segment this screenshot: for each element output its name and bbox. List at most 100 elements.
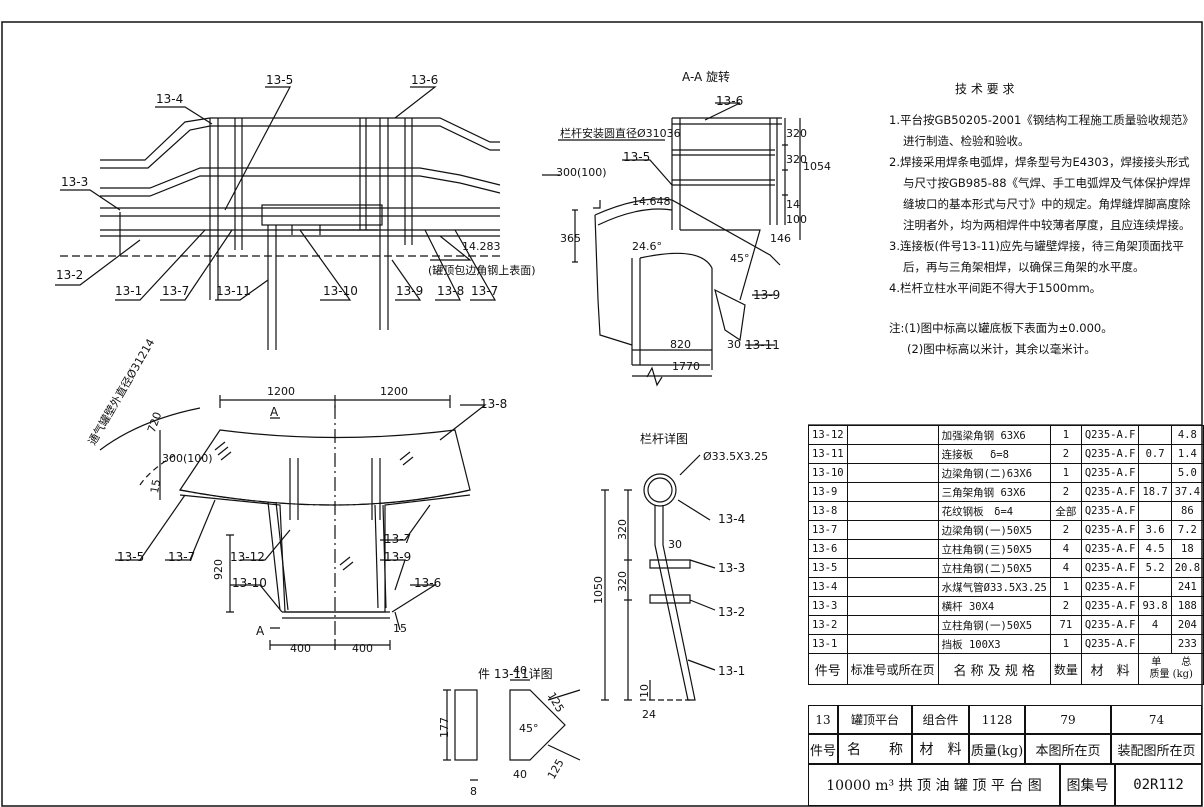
plan-dim-1200b: 1200 [380,385,408,398]
railing-dim-1050: 1050 [592,576,605,604]
part-dim-40-bottom: 40 [513,768,527,781]
railing-callout-13-2: 13-2 [718,605,746,619]
bom-cell-total-mass: 18 [1170,539,1204,559]
bom-cell-name: 加强梁角钢 63X6 [937,425,1051,445]
railing-circle-label: 栏杆安装圆直径Ø31036 [560,127,681,140]
railing-dim-10: 10 [638,684,651,698]
bom-cell-material: Q235-A.F [1080,615,1140,635]
callout-13-8: 13-8 [437,284,465,298]
section-callout-13-5: 13-5 [623,150,651,164]
bom-cell-qty: 1 [1049,463,1082,483]
bom-cell-material: Q235-A.F [1080,634,1140,654]
tb-label-mass: 质量(kg) [969,734,1025,764]
bom-cell-qty: 1 [1049,634,1082,654]
bom-cell-qty: 2 [1049,444,1082,464]
plan-callout-13-9: 13-9 [384,550,412,564]
bom-cell-total-mass: 233 [1170,634,1204,654]
bom-cell-unit-mass: 4 [1138,615,1172,635]
tb-name: 罐顶平台 [838,705,912,734]
tech-line: 与尺寸按GB985-88《气焊、手工电弧焊及气体保护焊焊 [903,176,1191,190]
bom-cell-material: Q235-A.F [1080,596,1140,616]
bom-cell-standard [846,444,939,464]
bom-cell-material: Q235-A.F [1080,463,1140,483]
dim-1770: 1770 [672,360,700,373]
bom-cell-total-mass: 7.2 [1170,520,1204,540]
plan-callout-13-5: 13-5 [117,550,145,564]
bom-cell-unit-mass: 93.8 [1138,596,1172,616]
drawing-title: 10000 m³ 拱 顶 油 罐 顶 平 台 图 [808,764,1060,806]
bom-cell-part-no: 13-8 [808,501,848,521]
front-elevation: 14.283 [462,240,501,253]
bom-cell-standard [846,501,939,521]
tech-line: 1.平台按GB50205-2001《钢结构工程施工质量验收规范》 [889,113,1194,127]
front-elevation-note: (罐顶包边角钢上表面) [428,264,536,277]
bom-cell-material: Q235-A.F [1080,577,1140,597]
bom-cell-part-no: 13-3 [808,596,848,616]
bom-cell-total-mass: 86 [1170,501,1204,521]
bom-cell-unit-mass: 4.5 [1138,539,1172,559]
bom-cell-part-no: 13-6 [808,539,848,559]
plan-callout-13-7b: 13-7 [384,532,412,546]
tb-label-part-no: 件号 [808,734,838,764]
plan-callout-13-6: 13-6 [414,576,442,590]
tb-label-assembly-page: 装配图所在页 [1111,734,1202,764]
railing-dim-320b: 320 [616,571,629,592]
bom-cell-part-no: 13-5 [808,558,848,578]
bom-cell-standard [846,634,939,654]
note-line: 注:(1)图中标高以罐底板下表面为±0.000。 [889,321,1113,335]
bom-header-material: 材 料 [1080,653,1140,685]
bom-cell-name: 挡板 100X3 [937,634,1051,654]
part-dim-40-top: 40 [513,664,527,677]
tech-line: 4.栏杆立柱水平间距不得大于1500mm。 [889,281,1102,295]
callout-13-10: 13-10 [323,284,358,298]
bom-cell-part-no: 13-7 [808,520,848,540]
plan-callout-13-8: 13-8 [480,397,508,411]
section-callout-13-11: 13-11 [745,338,780,352]
bom-cell-standard [846,577,939,597]
atlas-label: 图集号 [1060,764,1115,806]
tb-assembly-page: 74 [1111,705,1202,734]
callout-13-7b: 13-7 [471,284,499,298]
callout-13-6: 13-6 [411,73,439,87]
bom-cell-qty: 4 [1049,539,1082,559]
plan-dim-920: 920 [212,559,225,580]
bom-cell-unit-mass [1138,463,1172,483]
bom-cell-name: 花纹钢板 δ=4 [937,501,1051,521]
railing-dim-30: 30 [668,538,682,551]
dim-320b: 320 [786,153,807,166]
bom-cell-total-mass: 1.4 [1170,444,1204,464]
bom-cell-unit-mass: 18.7 [1138,482,1172,502]
bom-cell-unit-mass [1138,501,1172,521]
bom-cell-qty: 71 [1049,615,1082,635]
part-dim-177: 177 [438,717,451,738]
bom-cell-unit-mass: 5.2 [1138,558,1172,578]
bom-cell-material: Q235-A.F [1080,444,1140,464]
bom-cell-unit-mass [1138,634,1172,654]
section-elevation: 14.648 [632,195,671,208]
tech-line: 后，再与三角架相焊，以确保三角架的水平度。 [903,260,1145,274]
bom-header-mass-label: 质量 (kg) [1149,669,1193,680]
bom-cell-part-no: 13-4 [808,577,848,597]
bom-cell-qty: 2 [1049,596,1082,616]
bom-cell-total-mass: 37.4 [1170,482,1204,502]
bom-cell-part-no: 13-9 [808,482,848,502]
plan-callout-13-7: 13-7 [168,550,196,564]
bom-header-total: 总 [1181,657,1192,668]
bom-cell-part-no: 13-1 [808,634,848,654]
bom-cell-qty: 1 [1049,425,1082,445]
tech-line: 注明者外，均为两相焊件中较薄者厚度，且应连续焊接。 [903,218,1191,232]
bom-cell-name: 边梁角钢(二)63X6 [937,463,1051,483]
plan-dim-1200a: 1200 [267,385,295,398]
bom-cell-standard [846,615,939,635]
atlas-number: 02R112 [1115,764,1202,806]
callout-13-3: 13-3 [61,175,89,189]
railing-callout-13-1: 13-1 [718,664,746,678]
